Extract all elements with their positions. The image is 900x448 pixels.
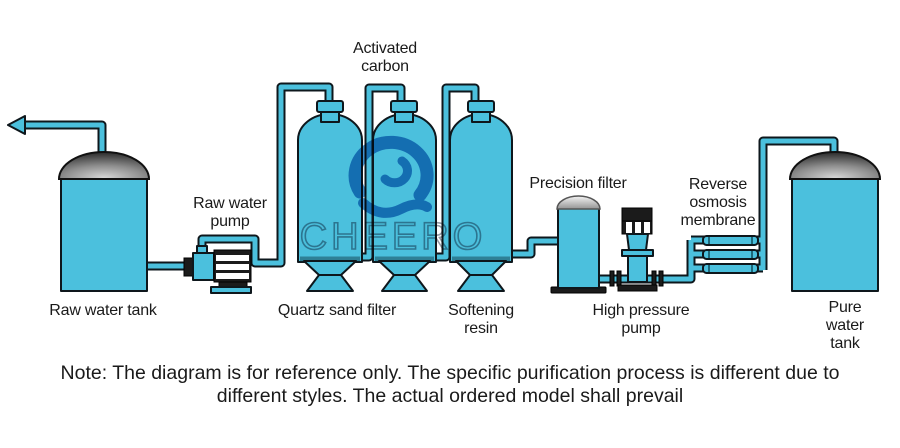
quartz-sand-filter-label: Quartz sand filter: [277, 302, 397, 319]
vessel-cone: [455, 260, 507, 276]
hp-pump-column: [627, 255, 648, 283]
vessel-base: [457, 274, 505, 292]
vessel-base: [306, 274, 354, 292]
precision-filter-dome: [556, 195, 601, 210]
vessel-cone: [378, 260, 431, 276]
hp-pump-base: [617, 284, 658, 292]
high-pressure-pump: [609, 207, 664, 292]
softening-resin-label: Softening resin: [448, 302, 514, 337]
reverse-osmosis-membrane-label: Reverse osmosis membrane: [680, 176, 756, 229]
pure-water-tank: [788, 151, 882, 292]
brand-logo-icon: [348, 135, 434, 202]
raw-water-tank-body: [60, 176, 148, 292]
hp-pump-motor-cap: [621, 207, 653, 222]
pure-water-tank-label: Pure water tank: [825, 299, 865, 352]
precision-filter: [550, 195, 607, 294]
softening-resin-vessel: [449, 100, 513, 292]
pump-head: [192, 252, 215, 281]
vessel-valve-cap: [467, 100, 495, 113]
raw-water-pump-label: Raw water pump: [193, 195, 267, 230]
flow-arrow-icon: [7, 115, 26, 135]
reference-note: Note: The diagram is for reference only.…: [60, 362, 840, 407]
pure-water-tank-body: [791, 176, 879, 292]
pure-water-tank-dome: [788, 151, 882, 180]
vessel-valve-cap: [390, 100, 418, 113]
membrane-tube: [702, 263, 759, 274]
reverse-osmosis-membranes: [702, 235, 759, 274]
raw-water-pump: [183, 245, 252, 294]
vessel-valve-cap: [316, 100, 344, 113]
pump-base: [210, 286, 252, 294]
raw-water-tank-dome: [57, 151, 151, 180]
high-pressure-pump-label: High pressure pump: [592, 302, 690, 337]
vessel-base: [381, 274, 428, 292]
precision-filter-body: [557, 206, 600, 289]
activated-carbon-label: Activated carbon: [352, 40, 418, 75]
membrane-tube: [702, 235, 759, 246]
raw-water-tank: [57, 151, 151, 292]
vessel-cone: [303, 260, 357, 276]
membrane-tube: [702, 249, 759, 260]
brand-watermark: CHEERO: [299, 135, 487, 259]
watermark-brand-text: CHEERO: [300, 216, 487, 258]
raw-water-tank-label: Raw water tank: [49, 302, 157, 319]
precision-filter-label: Precision filter: [529, 175, 627, 192]
quartz-sand-filter-vessel: [297, 100, 363, 292]
hp-pump-neck: [626, 233, 649, 251]
